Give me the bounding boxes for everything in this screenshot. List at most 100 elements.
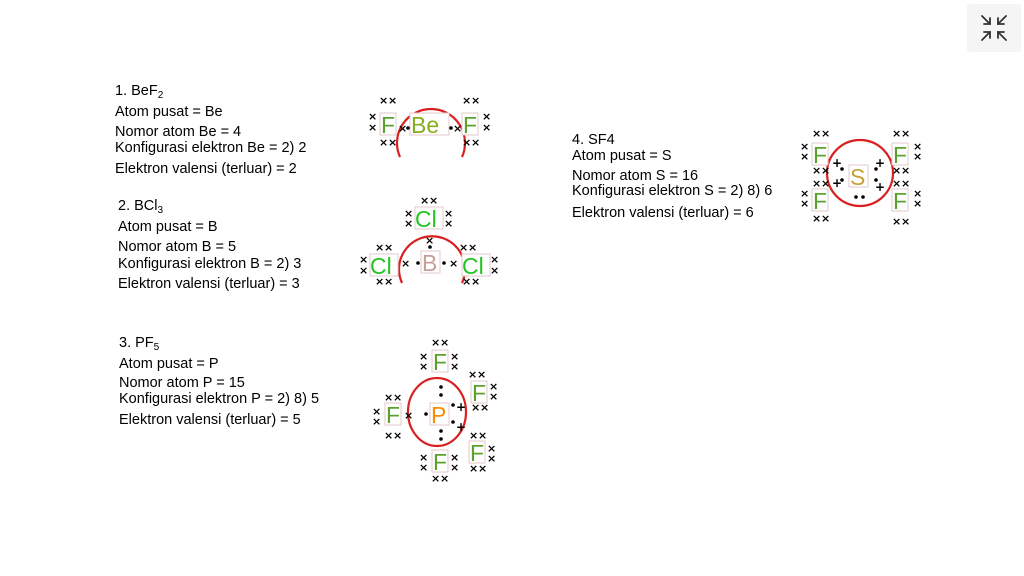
element-box <box>811 142 829 166</box>
svg-text:×: × <box>800 140 809 153</box>
svg-text:×: × <box>384 275 393 288</box>
svg-text:×: × <box>821 127 830 140</box>
svg-text:×: × <box>388 136 397 149</box>
svg-text:×: × <box>462 136 471 149</box>
svg-text:×: × <box>913 187 922 200</box>
molecule-1-valence: Elektron valensi (terluar) = 2 <box>115 161 297 177</box>
nonbonding-electrons: ×× ×× ×× ×× ×× ×× ×× <box>368 94 491 149</box>
element-box <box>429 402 450 426</box>
ligand-symbol: F <box>893 142 907 168</box>
ligand-symbol: Cl <box>462 253 484 279</box>
svg-text:×: × <box>393 391 402 404</box>
svg-text:×: × <box>490 253 499 266</box>
svg-text:×: × <box>478 429 487 442</box>
svg-text:+: + <box>832 156 842 170</box>
svg-text:×: × <box>812 212 821 225</box>
svg-text:+: + <box>875 180 885 194</box>
ligand-symbol: Cl <box>370 253 392 279</box>
svg-text:×: × <box>450 451 459 464</box>
svg-text:×: × <box>471 94 480 107</box>
nonbonding-electrons: ×× ×× ×× ×× ×× ×× × ×× ×× ×× ×× ×× ×× ××… <box>372 336 498 485</box>
svg-text:×: × <box>384 429 393 442</box>
element-box <box>848 164 869 188</box>
svg-text:×: × <box>901 127 910 140</box>
svg-text:×: × <box>462 94 471 107</box>
bonding-electrons: + + <box>456 400 466 434</box>
svg-text:×: × <box>384 241 393 254</box>
element-box <box>470 380 488 404</box>
svg-text:×: × <box>419 360 428 373</box>
molecule-4-central-atom: Atom pusat = S <box>572 148 672 164</box>
central-electrons <box>840 167 878 199</box>
molecule-2-configuration: Konfigurasi elektron B = 2) 3 <box>118 256 302 272</box>
svg-text:×: × <box>489 390 498 403</box>
ligand-symbol: F <box>386 402 400 428</box>
svg-text:×: × <box>379 94 388 107</box>
svg-text:×: × <box>393 429 402 442</box>
svg-text:×: × <box>477 368 486 381</box>
svg-text:×: × <box>901 164 910 177</box>
lewis-diagram-bcl3: Cl B Cl Cl ×× ×× ×× × ×× ×× ×× × ×× ×× ×… <box>358 193 503 293</box>
element-box <box>811 188 829 212</box>
ligand-symbol: F <box>813 188 827 214</box>
element-box <box>384 402 402 426</box>
svg-text:×: × <box>489 380 498 393</box>
ligand-symbol: F <box>381 112 395 138</box>
svg-text:×: × <box>384 391 393 404</box>
central-electrons <box>406 126 453 130</box>
svg-text:×: × <box>444 207 453 220</box>
element-box <box>431 349 449 373</box>
svg-text:×: × <box>419 350 428 363</box>
ligand-symbol: F <box>433 349 447 375</box>
molecule-2-title: 2. BCl3 <box>118 198 164 216</box>
valence-ring <box>406 376 468 448</box>
exit-fullscreen-button[interactable] <box>967 4 1021 52</box>
svg-text:×: × <box>368 121 377 134</box>
svg-text:×: × <box>368 110 377 123</box>
ligand-symbol: F <box>472 380 486 406</box>
element-box <box>461 253 491 277</box>
lewis-diagram-sf4: F F S F F ×× ×× ×× ×× ×× ×× ×× ×× ×× <box>798 125 928 230</box>
svg-text:×: × <box>892 177 901 190</box>
svg-text:×: × <box>812 177 821 190</box>
svg-text:×: × <box>398 122 407 135</box>
molecule-4-title: 4. SF4 <box>572 132 615 148</box>
svg-text:×: × <box>450 360 459 373</box>
molecule-4-configuration: Konfigurasi elektron S = 2) 8) 6 <box>572 183 773 199</box>
svg-text:×: × <box>404 217 413 230</box>
svg-text:×: × <box>812 164 821 177</box>
central-atom-symbol: P <box>431 402 446 428</box>
element-box <box>420 250 441 274</box>
ligand-symbol: Cl <box>415 206 437 232</box>
svg-text:×: × <box>812 127 821 140</box>
svg-text:×: × <box>469 429 478 442</box>
element-box <box>369 253 399 277</box>
molecule-2-central-atom: Atom pusat = B <box>118 219 218 235</box>
svg-text:×: × <box>440 472 449 485</box>
svg-text:+: + <box>875 156 885 170</box>
molecule-4-valence: Elektron valensi (terluar) = 6 <box>572 205 754 221</box>
molecule-2-atomic-number: Nomor atom B = 5 <box>118 239 237 255</box>
element-box <box>414 206 444 230</box>
svg-text:×: × <box>892 127 901 140</box>
svg-text:×: × <box>490 264 499 277</box>
svg-text:×: × <box>487 442 496 455</box>
molecule-1-configuration: Konfigurasi elektron Be = 2) 2 <box>115 140 307 156</box>
svg-text:×: × <box>404 207 413 220</box>
svg-text:+: + <box>832 176 842 190</box>
ligand-symbol: F <box>813 142 827 168</box>
svg-text:×: × <box>913 197 922 210</box>
molecule-1-title: 1. BeF2 <box>115 83 164 101</box>
svg-text:×: × <box>487 452 496 465</box>
ligand-symbol: F <box>463 112 477 138</box>
ligand-symbol: F <box>470 440 484 466</box>
lewis-diagram-bef2: F Be F ×× ×× ×× ×× ×× ×× ×× <box>360 90 500 165</box>
svg-text:×: × <box>471 136 480 149</box>
svg-text:×: × <box>388 94 397 107</box>
svg-text:×: × <box>431 336 440 349</box>
svg-text:×: × <box>821 177 830 190</box>
svg-text:×: × <box>401 257 410 270</box>
svg-text:×: × <box>469 462 478 475</box>
ligand-symbol: F <box>893 188 907 214</box>
svg-text:×: × <box>404 409 413 422</box>
